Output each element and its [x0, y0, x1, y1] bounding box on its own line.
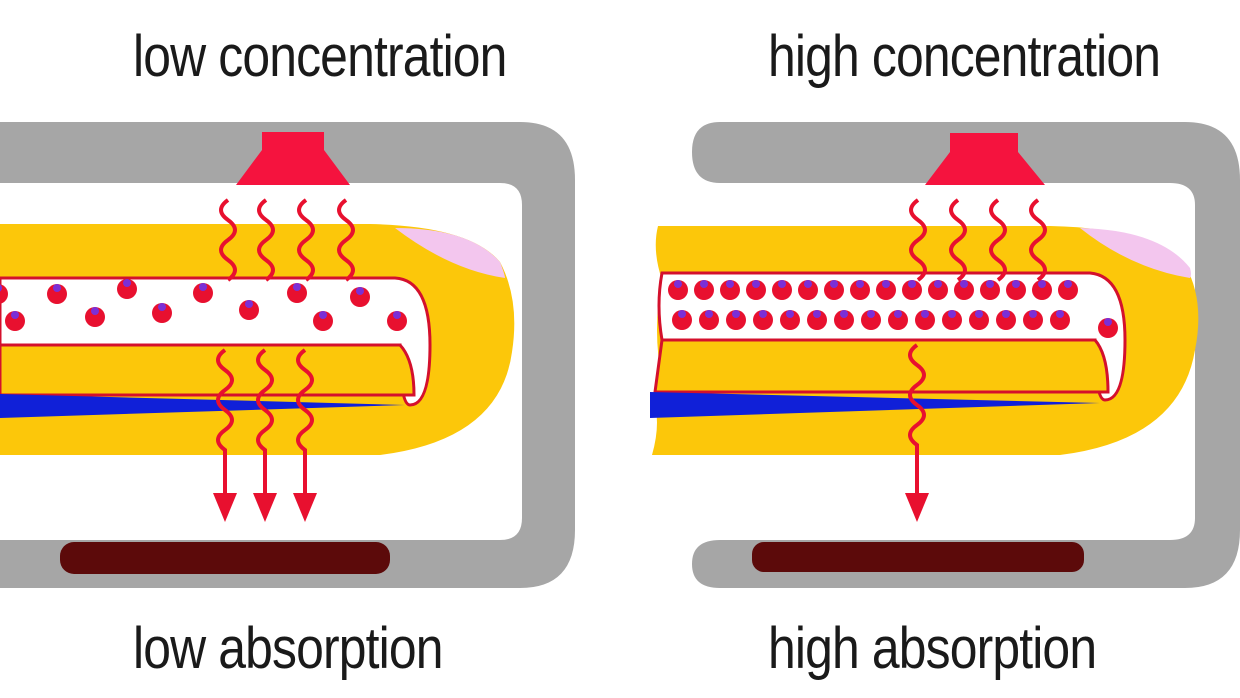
red-blood-cell	[942, 310, 962, 330]
red-blood-cell	[47, 284, 67, 304]
light-wave	[949, 198, 967, 282]
light-emitter	[236, 132, 350, 185]
red-blood-cell	[1032, 280, 1052, 300]
red-blood-cell	[1058, 280, 1078, 300]
high-concentration-title: high concentration	[768, 24, 1161, 89]
red-blood-cell	[0, 284, 8, 304]
arrow-head	[293, 493, 317, 522]
red-blood-cell	[1023, 310, 1043, 330]
red-blood-cell	[1006, 280, 1026, 300]
red-blood-cell	[85, 307, 105, 327]
light-wave	[257, 198, 275, 282]
arrow-head	[905, 493, 929, 522]
blood-vessel-lower	[653, 338, 1110, 394]
red-blood-cell	[720, 280, 740, 300]
light-wave	[219, 198, 237, 282]
red-blood-cell	[902, 280, 922, 300]
red-blood-cell	[753, 310, 773, 330]
low-concentration-title: low concentration	[133, 24, 507, 89]
light-wave	[297, 198, 315, 282]
red-blood-cell	[746, 280, 766, 300]
light-detector	[752, 542, 1084, 572]
red-blood-cell	[772, 280, 792, 300]
red-blood-cell	[699, 310, 719, 330]
red-blood-cell	[668, 280, 688, 300]
low-concentration-panel	[0, 122, 575, 588]
red-blood-cell	[798, 280, 818, 300]
fingernail	[1080, 228, 1191, 278]
red-blood-cell	[152, 303, 172, 323]
red-blood-cell	[387, 311, 407, 331]
incoming-light-waves	[219, 198, 355, 282]
red-blood-cell	[726, 310, 746, 330]
low-absorption-caption: low absorption	[133, 616, 443, 681]
red-blood-cell	[807, 310, 827, 330]
fingernail	[395, 228, 505, 278]
blood-vessel	[657, 271, 1127, 402]
incoming-light-waves	[909, 198, 1047, 282]
red-blood-cell	[850, 280, 870, 300]
light-wave	[989, 198, 1007, 282]
red-blood-cell	[888, 310, 908, 330]
transmitted-light-waves	[213, 348, 317, 522]
light-wave	[337, 198, 355, 282]
light-emitter	[925, 133, 1045, 185]
red-blood-cell	[780, 310, 800, 330]
red-blood-cell	[672, 310, 692, 330]
light-detector	[60, 542, 390, 574]
red-blood-cell	[694, 280, 714, 300]
red-blood-cell	[928, 280, 948, 300]
red-blood-cell	[287, 283, 307, 303]
red-blood-cell	[5, 311, 25, 331]
red-blood-cell	[954, 280, 974, 300]
high-concentration-panel	[650, 122, 1240, 588]
red-blood-cell	[876, 280, 896, 300]
arrow-head	[253, 493, 277, 522]
bone	[650, 392, 1100, 418]
red-blood-cells	[0, 279, 407, 331]
red-blood-cell	[996, 310, 1016, 330]
light-wave	[1029, 198, 1047, 282]
red-blood-cell	[834, 310, 854, 330]
red-blood-cell	[861, 310, 881, 330]
arrow-head	[213, 493, 237, 522]
red-blood-cell	[980, 280, 1000, 300]
red-blood-cells	[668, 280, 1118, 338]
red-blood-cell	[239, 300, 259, 320]
red-blood-cell	[313, 311, 333, 331]
red-blood-cell	[915, 310, 935, 330]
high-absorption-caption: high absorption	[768, 616, 1097, 681]
blood-vessel-lower	[0, 343, 416, 397]
transmitted-light-waves	[905, 343, 929, 522]
red-blood-cell	[193, 283, 213, 303]
red-blood-cell	[824, 280, 844, 300]
red-blood-cell	[117, 279, 137, 299]
red-blood-cell	[350, 287, 370, 307]
red-blood-cell	[1050, 310, 1070, 330]
red-blood-cell	[969, 310, 989, 330]
sensor-clip-housing	[692, 122, 1240, 588]
light-wave	[909, 198, 927, 282]
sensor-clip-housing	[0, 122, 575, 588]
red-blood-cell	[1098, 318, 1118, 338]
bone	[0, 394, 405, 418]
